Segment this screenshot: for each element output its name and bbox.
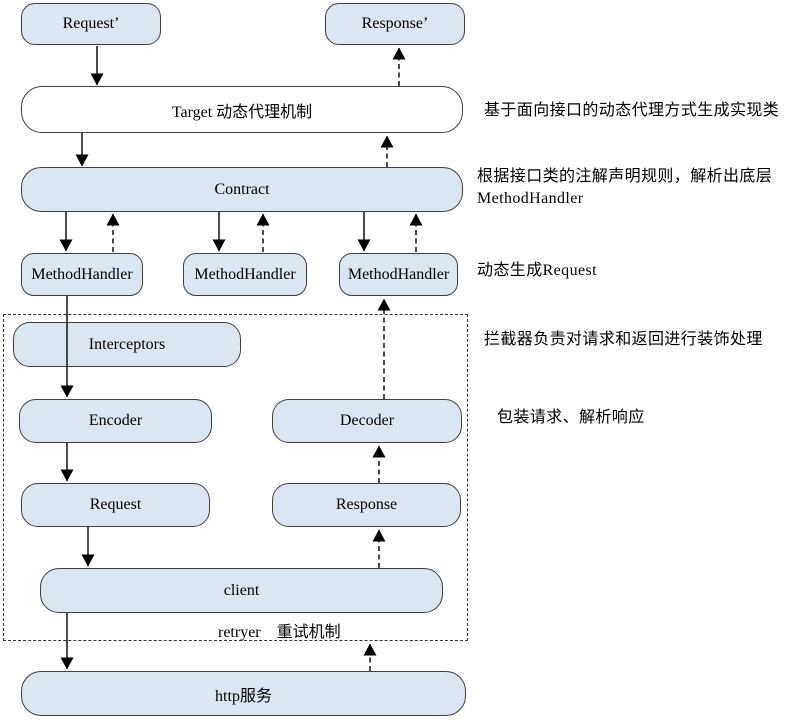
retryer-caption: retryer 重试机制 <box>218 624 341 641</box>
annotation-interceptor: 拦截器负责对请求和返回进行装饰处理 <box>484 331 763 348</box>
annotation-codec: 包装请求、解析响应 <box>497 409 645 426</box>
node-encoder: Encoder <box>19 399 212 443</box>
node-method-handler-2-label: MethodHandler <box>194 265 296 283</box>
node-request-prime-label: Request’ <box>62 15 120 32</box>
node-contract: Contract <box>21 167 463 212</box>
node-contract-label: Contract <box>214 180 270 198</box>
node-target-dynamic-proxy: Target 动态代理机制 <box>21 86 463 133</box>
annotation-contract-line2: MethodHandler <box>477 190 584 207</box>
node-decoder: Decoder <box>272 399 462 443</box>
node-method-handler-2: MethodHandler <box>183 253 307 296</box>
node-interceptors: Interceptors <box>13 322 241 367</box>
node-response-prime: Response’ <box>325 3 465 45</box>
node-request-label: Request <box>89 496 142 513</box>
node-interceptors-label: Interceptors <box>88 335 166 353</box>
node-method-handler-1-label: MethodHandler <box>31 265 133 283</box>
node-method-handler-3: MethodHandler <box>339 253 458 296</box>
node-response: Response <box>272 483 461 527</box>
node-client-label: client <box>223 581 260 599</box>
node-request-prime: Request’ <box>21 3 161 45</box>
annotation-proxy: 基于面向接口的动态代理方式生成实现类 <box>484 102 780 119</box>
node-response-prime-label: Response’ <box>361 15 429 32</box>
node-http-service: http服务 <box>21 671 466 716</box>
annotation-contract: 根据接口类的注解声明规则，解析出底层 MethodHandler <box>477 166 795 210</box>
node-response-label: Response <box>335 496 398 513</box>
node-client: client <box>40 568 443 613</box>
node-request: Request <box>21 483 210 527</box>
node-http-service-label: http服务 <box>215 687 272 705</box>
retry-dashed-container <box>3 314 468 641</box>
node-target-label: Target 动态代理机制 <box>171 103 313 121</box>
annotation-method-handler: 动态生成Request <box>477 262 597 279</box>
node-encoder-label: Encoder <box>88 412 143 429</box>
node-method-handler-3-label: MethodHandler <box>347 265 450 283</box>
node-decoder-label: Decoder <box>339 412 395 429</box>
node-method-handler-1: MethodHandler <box>21 253 143 296</box>
annotation-contract-line1: 根据接口类的注解声明规则，解析出底层 <box>477 168 773 185</box>
